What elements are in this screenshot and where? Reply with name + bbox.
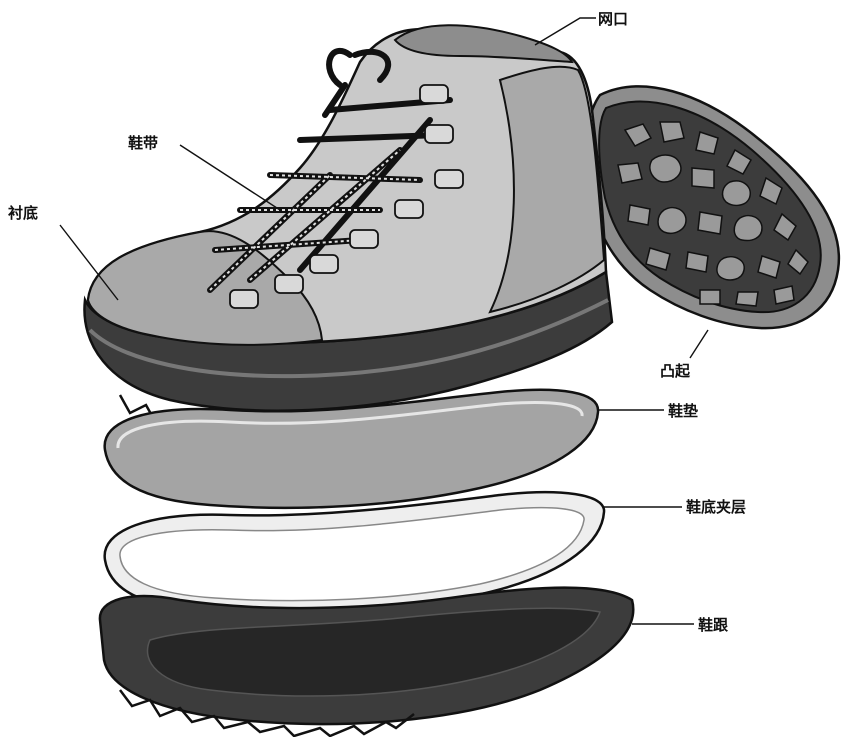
eyelet <box>435 170 463 188</box>
eyelet <box>395 200 423 218</box>
collar-leader-line <box>535 18 596 45</box>
eyelet <box>425 125 453 143</box>
lug <box>700 290 720 304</box>
eyelet <box>230 290 258 308</box>
boot-illustration <box>84 25 612 449</box>
insole-shape <box>105 390 598 508</box>
lug <box>698 212 722 234</box>
eyelet <box>310 255 338 273</box>
lug <box>692 168 714 188</box>
lining-leader-line <box>60 225 118 300</box>
lug <box>686 252 708 272</box>
insole-illustration <box>105 390 598 508</box>
lug <box>660 122 684 142</box>
boot-sole-tread-illustration <box>586 86 839 328</box>
laces-label: 鞋带 <box>128 134 158 152</box>
lug <box>650 155 681 182</box>
outsole-label: 鞋跟 <box>698 616 729 634</box>
lug <box>717 257 744 280</box>
laces-leader-line <box>180 145 280 210</box>
lug <box>658 208 686 234</box>
lug <box>618 163 642 183</box>
lug <box>628 205 650 225</box>
collar-label: 网口 <box>598 10 628 28</box>
lugs-leader-line <box>690 330 708 358</box>
eyelet <box>420 85 448 103</box>
midsole-label: 鞋底夹层 <box>686 498 746 516</box>
outsole-illustration <box>100 588 633 736</box>
lug <box>734 216 762 241</box>
lug <box>723 181 751 205</box>
eyelet <box>350 230 378 248</box>
insole-label: 鞋垫 <box>668 402 698 420</box>
lining-label: 衬底 <box>8 204 38 222</box>
eyelet <box>275 275 303 293</box>
lug <box>736 292 758 306</box>
lug <box>774 286 794 304</box>
lugs-label: 凸起 <box>660 362 691 380</box>
